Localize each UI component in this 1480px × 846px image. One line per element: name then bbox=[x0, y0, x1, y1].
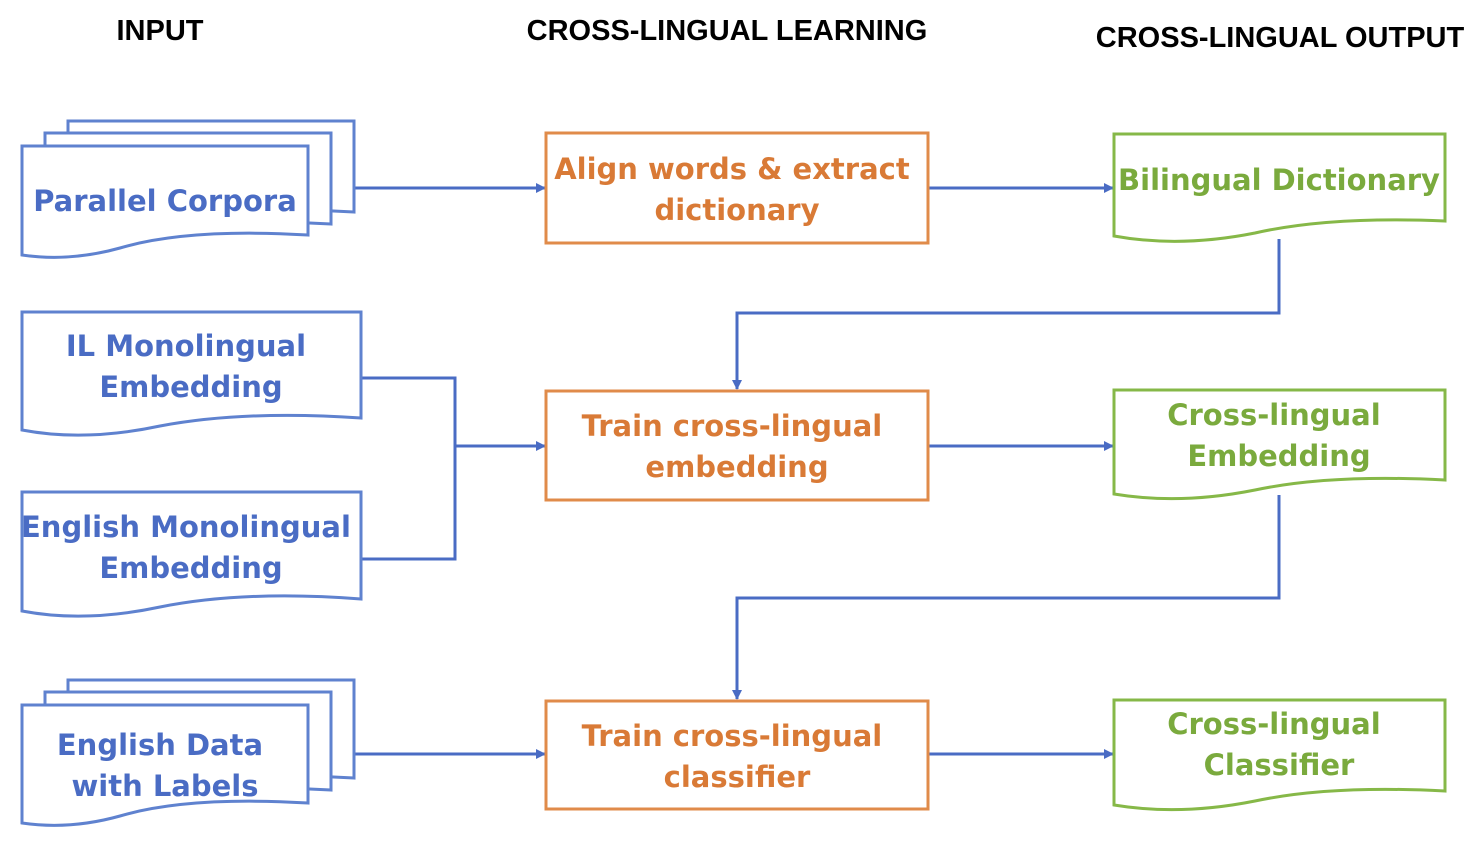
node-label-line: dictionary bbox=[654, 193, 819, 227]
node-label-line: with Labels bbox=[71, 769, 258, 803]
connector-embedding-to-train-classifier bbox=[732, 495, 1281, 700]
node-label-line: English Data bbox=[57, 728, 263, 762]
node-label-line: Align words & extract bbox=[554, 152, 910, 186]
process-box bbox=[544, 389, 930, 502]
svg-text:Cross-lingual Classifier: Cross-lingual Classifier bbox=[1167, 707, 1391, 782]
node-label-line: English Monolingual bbox=[21, 510, 351, 544]
svg-text:English Monolingual Embe: English Monolingual Embedding bbox=[21, 510, 361, 585]
node-label-line: Embedding bbox=[99, 551, 282, 585]
node-label-line: Bilingual Dictionary bbox=[1118, 163, 1440, 197]
document-shape bbox=[20, 490, 363, 618]
svg-text:English Data with Labels: English Data with Labels bbox=[57, 728, 273, 803]
node-label-line: Train cross-lingual bbox=[582, 409, 883, 443]
process-train-embedding: Train cross-lingual embedding bbox=[544, 389, 930, 502]
input-english-data: English Data with Labels bbox=[20, 678, 356, 827]
process-box bbox=[544, 131, 930, 245]
output-cross-lingual-embedding: Cross-lingual Embedding bbox=[1112, 388, 1447, 501]
input-il-embedding: IL Monolingual Embedding bbox=[20, 310, 363, 437]
document-shape bbox=[20, 703, 310, 827]
node-label-line: classifier bbox=[664, 760, 811, 794]
document-shape bbox=[20, 144, 310, 259]
document-shape bbox=[20, 310, 363, 437]
input-english-embedding: English Monolingual Embedding bbox=[20, 490, 363, 618]
heading-learning: CROSS-LINGUAL LEARNING bbox=[527, 15, 928, 47]
node-label-line: Train cross-lingual bbox=[582, 719, 883, 753]
svg-text:Train cross-lingual embe: Train cross-lingual embedding bbox=[582, 409, 893, 484]
connectors bbox=[355, 183, 1281, 759]
svg-text:Train cross-lingual clas: Train cross-lingual classifier bbox=[582, 719, 893, 794]
input-parallel-corpora: Parallel Corpora bbox=[20, 119, 356, 259]
svg-text:IL Monolingual Embedding: IL Monolingual Embedding bbox=[66, 329, 316, 404]
process-train-classifier: Train cross-lingual classifier bbox=[544, 699, 930, 811]
process-align-extract: Align words & extract dictionary bbox=[544, 131, 930, 245]
node-label-line: Cross-lingual bbox=[1167, 398, 1381, 432]
document-shape bbox=[1112, 698, 1447, 812]
svg-text:Cross-lingual Embedding: Cross-lingual Embedding bbox=[1167, 398, 1391, 473]
svg-text:Parallel Corpora: Parallel Corpora bbox=[33, 184, 297, 218]
output-bilingual-dictionary: Bilingual Dictionary bbox=[1112, 132, 1447, 243]
node-label-line: Embedding bbox=[1187, 439, 1370, 473]
node-label-line: Cross-lingual bbox=[1167, 707, 1381, 741]
process-box bbox=[544, 699, 930, 811]
document-shape bbox=[1112, 388, 1447, 501]
node-label-line: Embedding bbox=[99, 370, 282, 404]
svg-text:Align words & extract di: Align words & extract dictionary bbox=[554, 152, 920, 227]
connector-dictionary-to-train-embedding bbox=[732, 239, 1281, 390]
node-label-line: embedding bbox=[645, 450, 828, 484]
node-label-line: Classifier bbox=[1204, 748, 1355, 782]
connector-il-embedding-merge bbox=[361, 376, 457, 561]
output-cross-lingual-classifier: Cross-lingual Classifier bbox=[1112, 698, 1447, 812]
heading-input: INPUT bbox=[117, 15, 204, 47]
node-label-line: Parallel Corpora bbox=[33, 184, 297, 218]
node-label-line: IL Monolingual bbox=[66, 329, 306, 363]
document-shape bbox=[1112, 132, 1447, 243]
heading-output: CROSS-LINGUAL OUTPUT bbox=[1096, 22, 1465, 54]
svg-text:Bilingual Dictionary: Bilingual Dictionary bbox=[1118, 163, 1440, 197]
